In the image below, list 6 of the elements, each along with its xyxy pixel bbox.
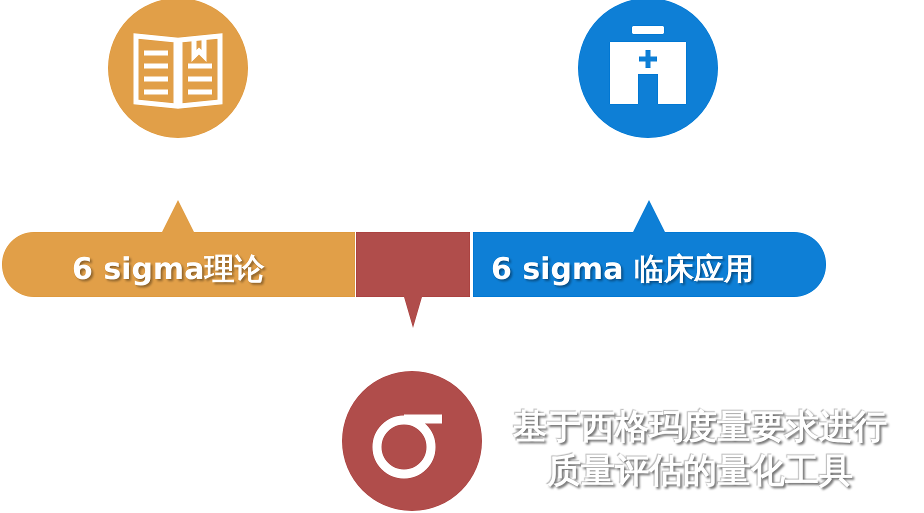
banner-title: 6 sigma理论 bbox=[72, 251, 264, 289]
callout-banner bbox=[2, 200, 355, 297]
description-text: 基于西格玛度量要求进行质量评估的量化工具 bbox=[500, 405, 900, 493]
callout-banner bbox=[473, 200, 826, 297]
callout-bar bbox=[356, 232, 470, 328]
banner-title: 6 sigma 临床应用 bbox=[491, 251, 754, 289]
